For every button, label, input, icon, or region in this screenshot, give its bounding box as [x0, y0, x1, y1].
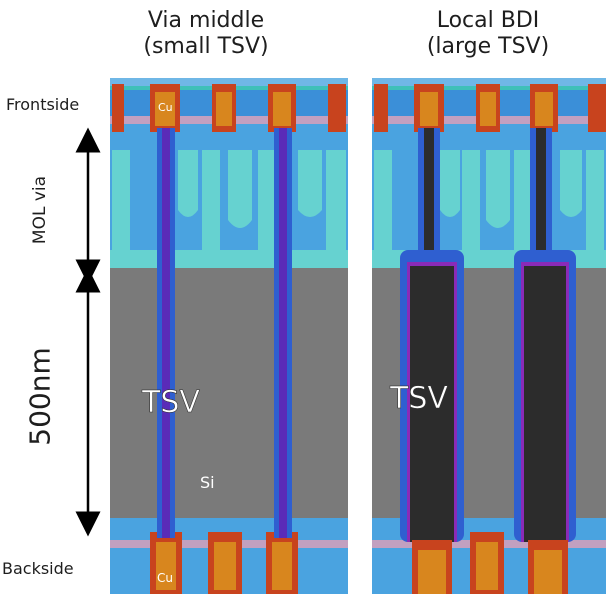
cu-top-label: Cu [158, 101, 173, 114]
tsv-right-label: TSV [389, 381, 448, 416]
frontside-label: Frontside [6, 95, 80, 114]
left-small-tsv [157, 128, 292, 538]
tsv-left-label: TSV [141, 385, 200, 420]
right-title-line2: (large TSV) [426, 34, 550, 59]
si-label: Si [200, 473, 215, 492]
left-bottom-copper-pads [150, 532, 298, 594]
right-bottom-copper-pads [412, 532, 568, 594]
right-panel [372, 78, 606, 594]
right-title-line1: Local BDI [436, 8, 540, 33]
left-panel [110, 78, 348, 594]
cu-bottom-label: Cu [157, 571, 173, 585]
left-title-line2: (small TSV) [143, 34, 269, 59]
left-title-line1: Via middle [147, 8, 265, 33]
right-top-copper-pads [374, 84, 606, 132]
backside-label: Backside [2, 559, 74, 578]
left-top-copper-pads [112, 84, 346, 132]
right-panel-title: Local BDI (large TSV) [400, 8, 576, 60]
right-large-tsv [400, 128, 576, 542]
left-panel-title: Via middle (small TSV) [118, 8, 294, 60]
